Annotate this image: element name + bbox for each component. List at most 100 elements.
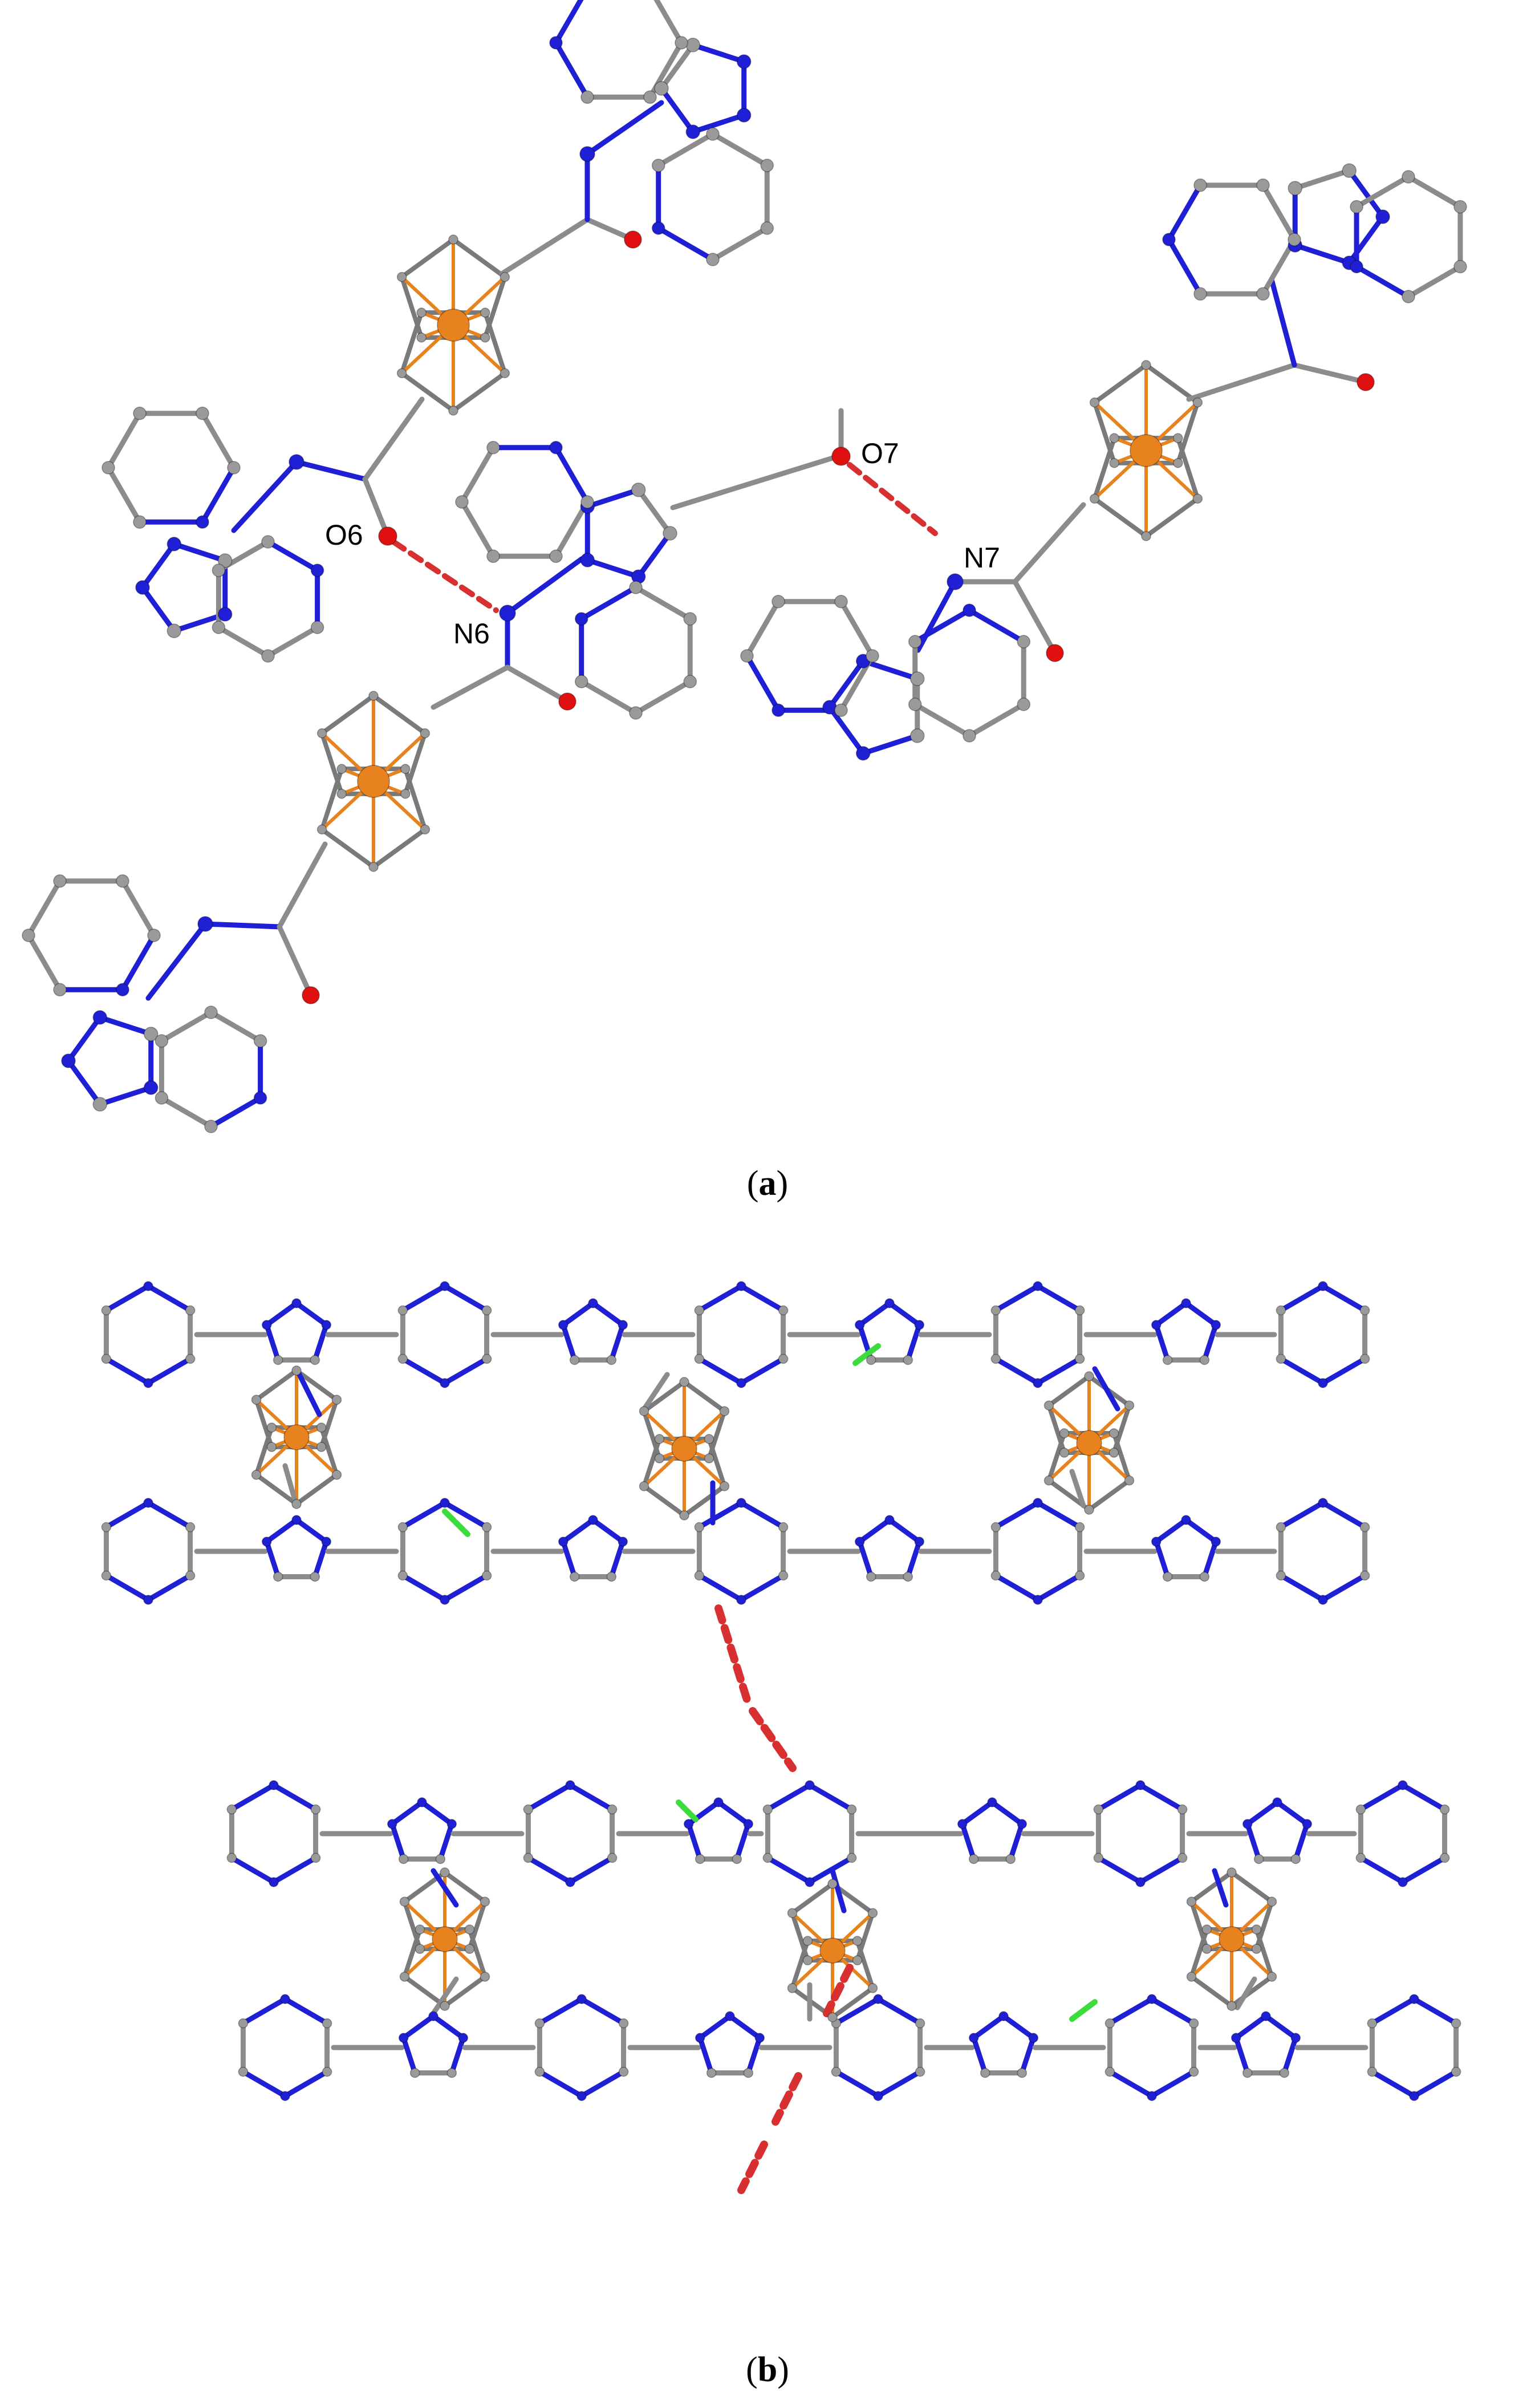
bond <box>400 1356 448 1386</box>
nitrogen-atom <box>854 1537 865 1547</box>
carbon-atom <box>968 1854 979 1864</box>
bond <box>1245 1821 1262 1862</box>
carbon-atom <box>866 649 879 663</box>
bond <box>499 217 590 277</box>
bond <box>690 42 747 64</box>
bond <box>537 2069 584 2099</box>
bond <box>1046 1430 1067 1483</box>
bond <box>971 2035 988 2075</box>
carbon-atom <box>580 495 594 509</box>
bond <box>319 767 344 832</box>
iron-atom <box>1219 1926 1245 1952</box>
bond <box>371 827 428 869</box>
nitrogen-atom <box>1135 1780 1146 1790</box>
carbon-atom <box>420 728 431 739</box>
bond <box>200 465 237 525</box>
label-o7: O7 <box>861 437 899 469</box>
bond <box>1069 1999 1098 2022</box>
carbon-atom <box>261 535 275 549</box>
carbon-atom <box>787 1983 798 1993</box>
bond <box>312 1539 329 1579</box>
carbon-atom <box>1276 1522 1286 1533</box>
carbon-atom <box>1192 397 1203 408</box>
bond <box>561 1517 596 1544</box>
nitrogen-atom <box>1181 1298 1191 1308</box>
bond <box>584 100 664 157</box>
carbon-atom <box>133 515 147 529</box>
bond <box>875 1996 923 2026</box>
carbon-atom <box>53 874 67 888</box>
nitrogen-atom <box>261 1537 272 1547</box>
carbon-atom <box>435 1854 446 1864</box>
carbon-atom <box>719 1481 730 1491</box>
bond <box>294 1517 329 1544</box>
nitrogen-atom <box>558 1320 568 1330</box>
bond <box>400 1573 448 1603</box>
carbon-atom <box>679 1377 689 1387</box>
bond <box>579 1996 627 2026</box>
carbon-atom <box>415 1924 425 1935</box>
bond <box>656 225 716 262</box>
carbon-atom <box>1188 2066 1199 2077</box>
bond <box>145 1283 193 1313</box>
nitrogen-atom-n7 <box>947 573 964 590</box>
iron-atom <box>671 1436 697 1462</box>
nitrogen-atom <box>1033 1595 1043 1605</box>
bond <box>1292 168 1352 191</box>
bond <box>1292 242 1352 266</box>
bond <box>1201 1322 1219 1363</box>
bond <box>989 1799 1025 1827</box>
carbon-atom <box>706 253 720 266</box>
bond <box>120 933 157 992</box>
bond <box>561 1300 596 1328</box>
carbon-atom <box>212 564 226 577</box>
carbon-atom <box>480 1896 490 1907</box>
nitrogen-atom <box>280 2091 290 2101</box>
carbon-atom <box>1124 1475 1135 1486</box>
bond <box>887 1517 922 1544</box>
bond <box>1001 2013 1036 2041</box>
bond <box>140 541 177 590</box>
carbon-atom <box>1359 1305 1370 1316</box>
nitrogen-atom <box>387 1819 397 1829</box>
carbon-atom <box>990 1522 1001 1533</box>
carbon-atom <box>1402 170 1415 184</box>
bond <box>857 1517 892 1544</box>
bond <box>1358 1855 1406 1885</box>
bond <box>294 1368 339 1402</box>
bond <box>451 371 507 413</box>
bond <box>1149 1996 1197 2026</box>
carbon-atom <box>574 675 588 688</box>
carbon-atom <box>990 1570 1001 1581</box>
nitrogen-atom <box>92 1010 108 1025</box>
nitrogen-atom <box>398 2033 409 2043</box>
nitrogen-atom <box>143 1378 153 1388</box>
carbon-atom <box>534 2018 545 2029</box>
carbon-atom <box>331 1394 342 1405</box>
bond <box>697 2013 733 2041</box>
carbon-atom <box>908 698 922 711</box>
bond <box>1354 174 1411 209</box>
carbon-atom <box>1199 1355 1210 1365</box>
bond <box>745 2035 762 2075</box>
bond <box>277 924 314 998</box>
bond <box>216 625 271 659</box>
carbon-atom <box>310 1852 321 1863</box>
bond <box>229 1782 277 1812</box>
nitrogen-atom <box>321 1537 332 1547</box>
bond <box>1012 579 1058 656</box>
carbon-atom <box>1290 1854 1301 1864</box>
carbon-atom <box>549 549 563 564</box>
carbon-atom <box>675 36 688 50</box>
carbon-atom <box>1074 1353 1085 1364</box>
nitrogen-atom <box>618 1320 628 1330</box>
carbon-atom <box>310 1804 321 1815</box>
nitrogen-atom <box>549 440 563 455</box>
carbon-atom <box>910 728 925 743</box>
bond <box>579 679 639 716</box>
bond <box>399 310 424 376</box>
bond <box>608 1322 626 1363</box>
nitrogen-atom <box>1350 260 1363 274</box>
bond <box>833 1996 881 2026</box>
carbon-atom <box>1227 2001 1237 2011</box>
